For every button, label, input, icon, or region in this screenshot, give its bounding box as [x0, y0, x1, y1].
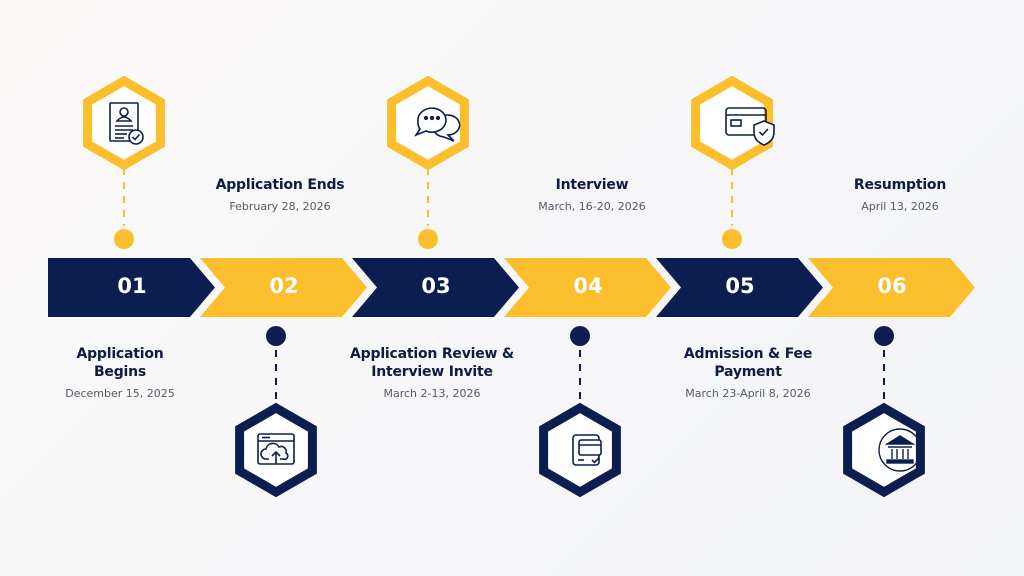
chevron-step-05 — [656, 258, 823, 317]
step-title: Interview — [555, 177, 629, 193]
chevron-step-03 — [352, 258, 519, 317]
icon-hexagon — [843, 402, 925, 498]
step-date: March 2-13, 2026 — [383, 387, 481, 400]
step-date: March, 16-20, 2026 — [538, 200, 646, 213]
icon-hexagon — [691, 75, 773, 171]
connector-dot — [722, 229, 742, 249]
connector-dot — [114, 229, 134, 249]
step-date: April 13, 2026 — [861, 200, 939, 213]
step-number-06: 06 — [877, 274, 907, 298]
connector-dot — [570, 326, 590, 346]
step-5-label: Admission & Fee Payment March 23-April 8… — [673, 345, 823, 400]
chat-bubbles-icon — [413, 107, 461, 142]
step-title: Application Ends — [215, 177, 345, 193]
step-date: March 23-April 8, 2026 — [685, 387, 811, 400]
step-title: Application Begins — [76, 346, 164, 380]
step-number-04: 04 — [573, 274, 603, 298]
chevron-step-06 — [808, 258, 975, 317]
step-number-03: 03 — [421, 274, 451, 298]
resume-check-icon — [109, 102, 144, 145]
credit-card-shield-icon — [725, 107, 775, 146]
step-date: December 15, 2025 — [65, 387, 175, 400]
card-check-icon — [572, 434, 602, 466]
step-title: Admission & Fee Payment — [683, 346, 813, 380]
browser-cloud-upload-icon — [257, 433, 295, 465]
step-date: February 28, 2026 — [229, 200, 331, 213]
connector-dot — [874, 326, 894, 346]
step-title: Resumption — [853, 177, 947, 193]
step-1-label: Application Begins December 15, 2025 — [55, 345, 185, 400]
step-title: Application Review & Interview Invite — [350, 346, 514, 380]
connector-dot — [418, 229, 438, 249]
step-2-label: Application Ends February 28, 2026 — [170, 176, 390, 213]
step-number-05: 05 — [725, 274, 755, 298]
bank-building-icon — [878, 428, 922, 472]
icon-hexagon — [235, 402, 317, 498]
step-3-label: Application Review & Interview Invite Ma… — [337, 345, 527, 400]
chevron-step-04 — [504, 258, 671, 317]
chevron-step-01 — [48, 258, 215, 317]
step-4-label: Interview March, 16-20, 2026 — [482, 176, 702, 213]
step-number-01: 01 — [117, 274, 147, 298]
step-6-label: Resumption April 13, 2026 — [790, 176, 1010, 213]
connector-dot — [266, 326, 286, 346]
step-number-02: 02 — [269, 274, 299, 298]
icon-hexagon — [83, 75, 165, 171]
chevron-step-02 — [200, 258, 367, 317]
